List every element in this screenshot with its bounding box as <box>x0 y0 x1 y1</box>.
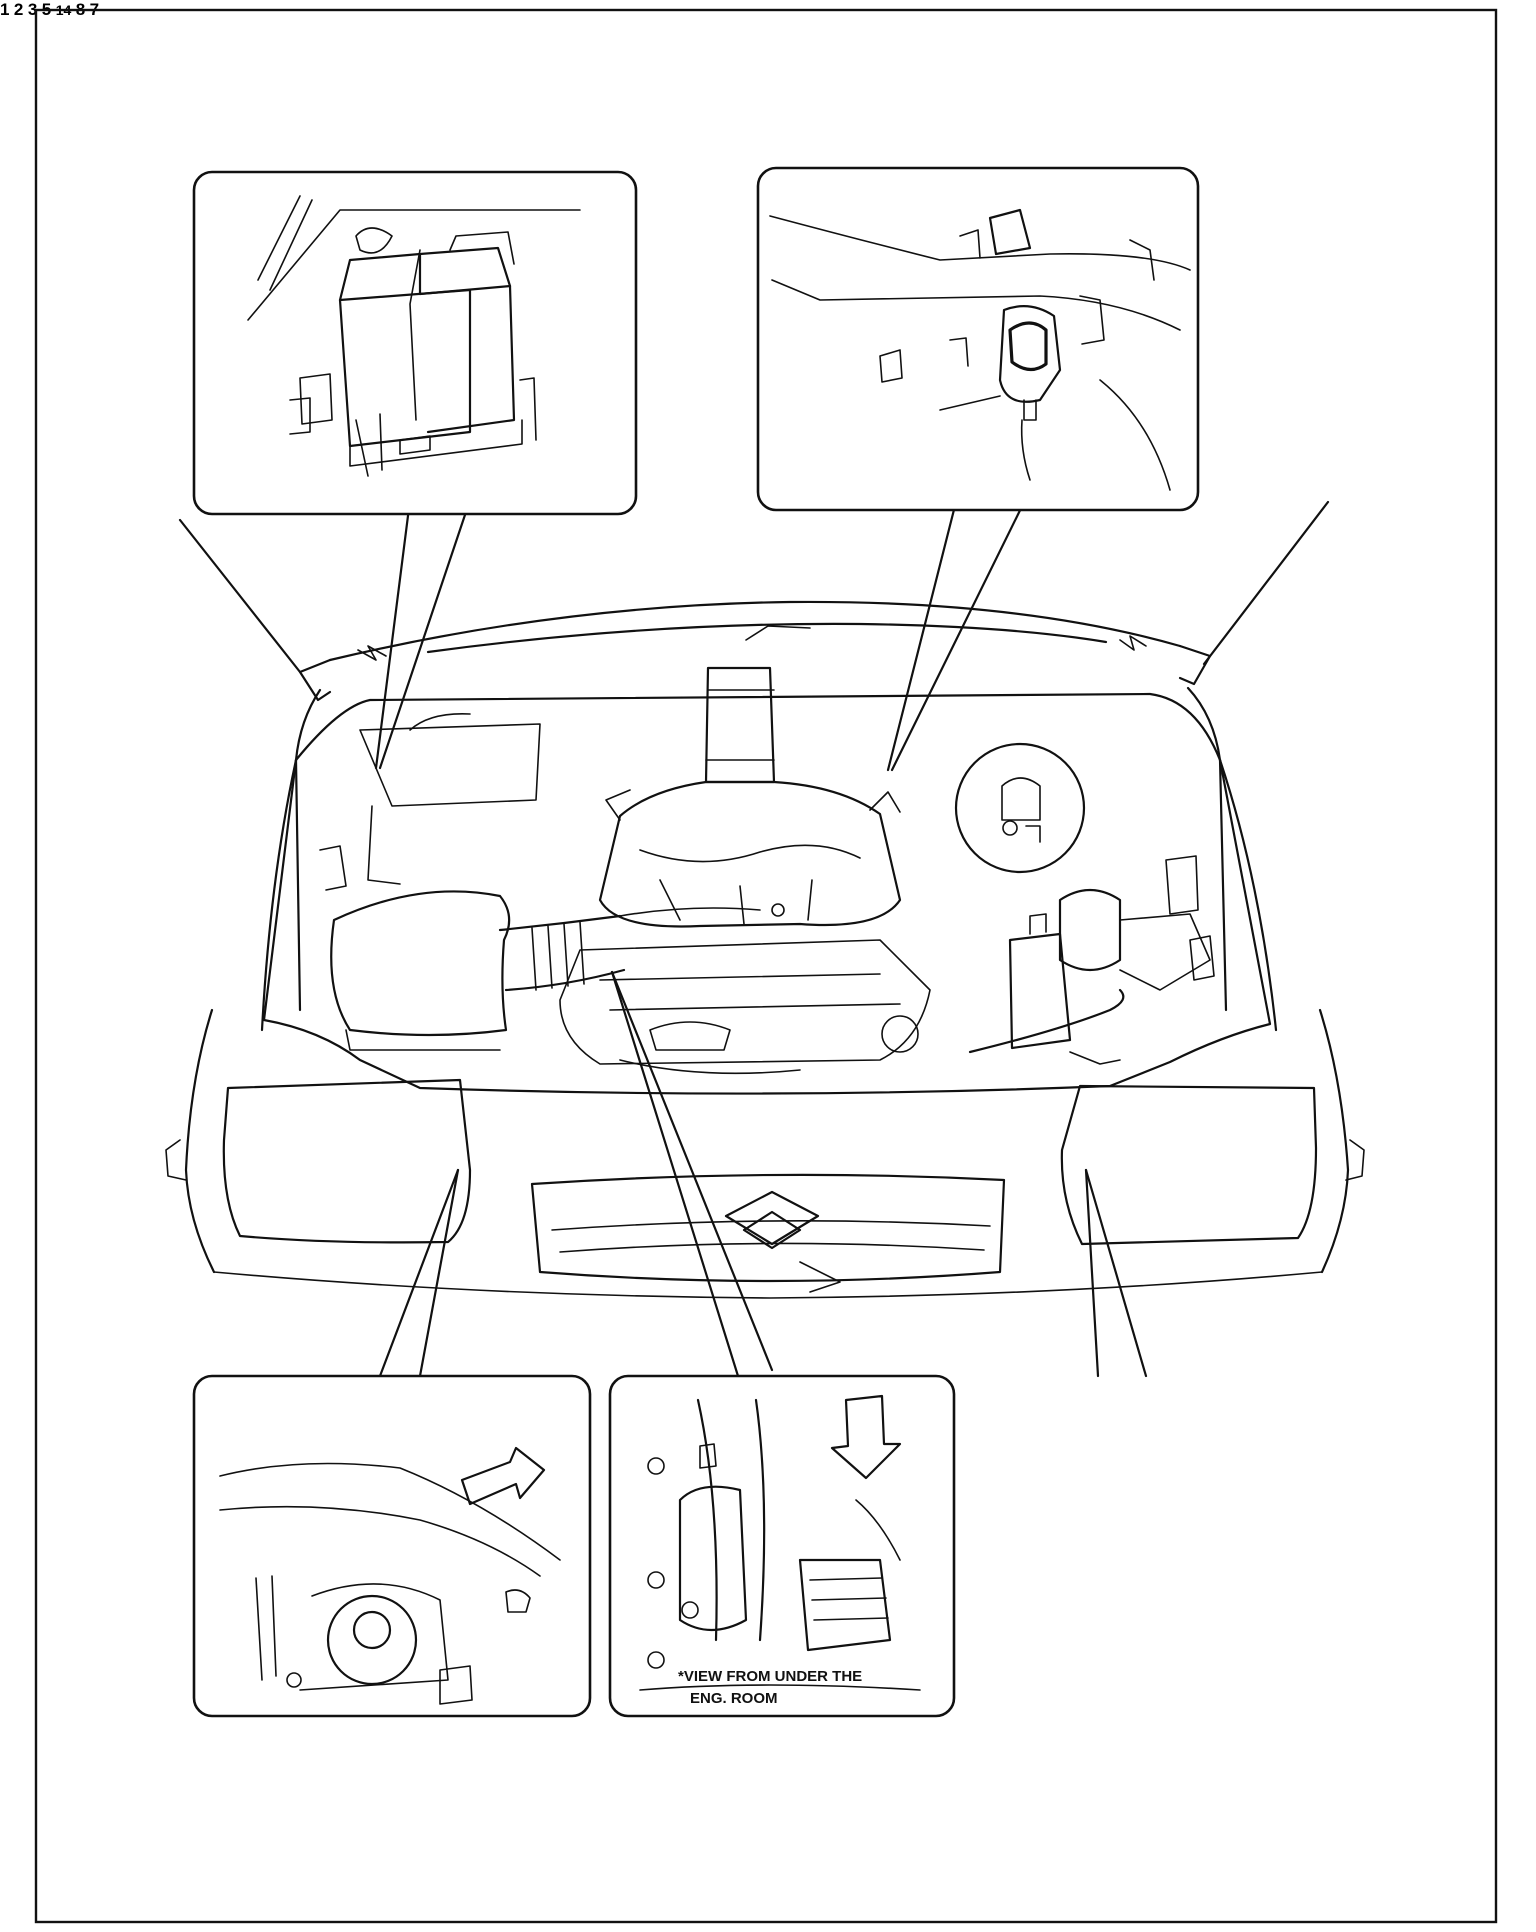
vehicle-front-view <box>165 500 1365 1299</box>
detail-panel-battery <box>192 170 638 516</box>
page-frame <box>34 8 1498 1924</box>
detail-panel-alternator <box>608 1374 956 1718</box>
caption-line-2: ENG. ROOM <box>690 1690 778 1707</box>
callout-leaders <box>374 484 1148 1378</box>
detail-panel-sensor <box>756 166 1200 512</box>
marker-1: 1 <box>0 0 14 19</box>
marker-3-label: 3 <box>27 0 38 19</box>
marker-2-label: 2 <box>13 0 24 19</box>
marker-2: 2 <box>13 0 28 19</box>
marker-3: 3 <box>27 0 42 19</box>
view-caption: *VIEW FROM UNDER THE ENG. ROOM <box>678 1666 862 1710</box>
caption-line-1: *VIEW FROM UNDER THE <box>678 1668 863 1685</box>
marker-1-label: 1 <box>0 0 10 19</box>
detail-panel-headlamp-left <box>192 1374 592 1718</box>
